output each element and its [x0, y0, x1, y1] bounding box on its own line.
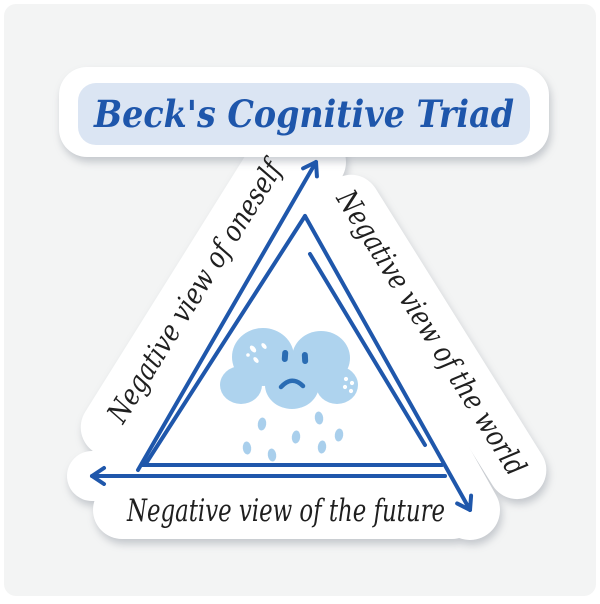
sticker-artwork: Beck's Cognitive Triad [4, 4, 600, 604]
title-sticker: Beck's Cognitive Triad [78, 83, 530, 145]
label-negative-view-of-the-future: Negative view of the future [126, 493, 445, 529]
page-title: Beck's Cognitive Triad [93, 92, 514, 136]
background-panel: Beck's Cognitive Triad [4, 4, 596, 596]
